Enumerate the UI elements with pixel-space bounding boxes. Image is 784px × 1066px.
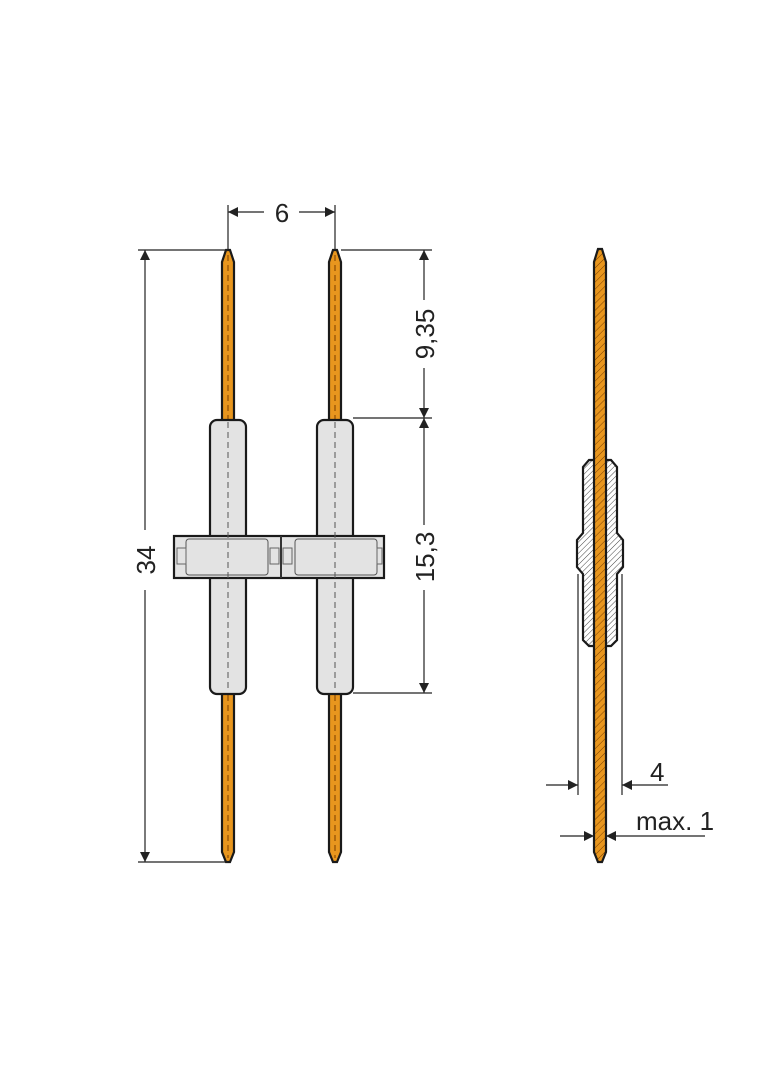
upper-pin-label: 9,35 (410, 309, 440, 360)
side-view (575, 247, 625, 864)
housing (172, 418, 386, 696)
dimension-total-length: 34 (131, 249, 228, 863)
housing-length-label: 15,3 (410, 532, 440, 583)
pitch-label: 6 (275, 198, 289, 228)
dimension-pitch: 6 (227, 198, 336, 250)
total-length-label: 34 (131, 546, 161, 575)
dimension-upper-pin: 9,35 (341, 249, 440, 694)
dimension-thickness: max. 1 (560, 806, 714, 841)
thickness-label: max. 1 (636, 806, 714, 836)
housing-width-label: 4 (650, 757, 664, 787)
dimension-housing-length: 15,3 (410, 418, 440, 693)
dimension-housing-width: 4 (546, 574, 668, 795)
